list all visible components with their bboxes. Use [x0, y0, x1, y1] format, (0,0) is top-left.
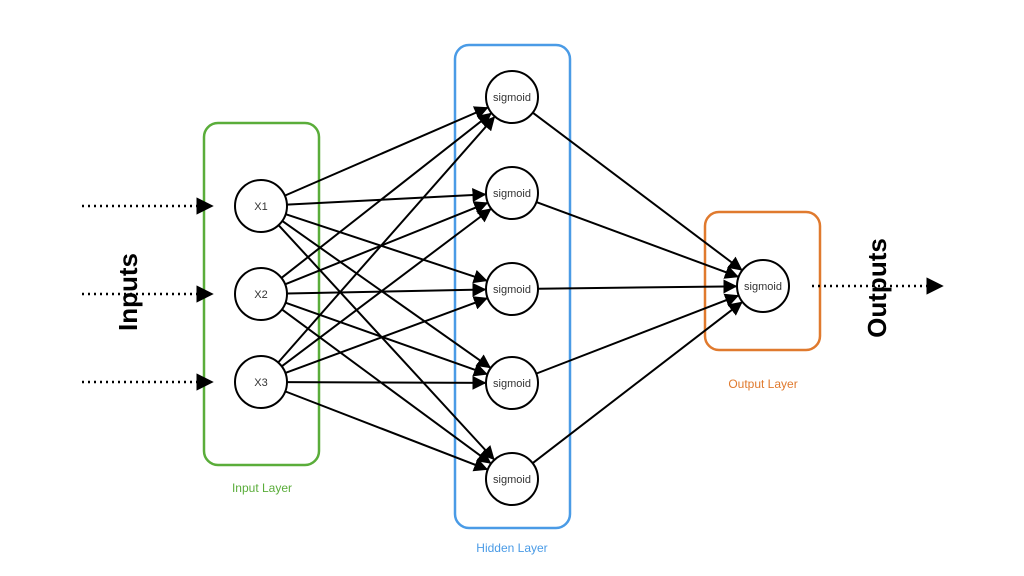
hidden-node-2-label: sigmoid [493, 188, 531, 200]
edge-input-1-hidden-2 [286, 188, 487, 206]
hidden-node-1-label: sigmoid [493, 92, 531, 104]
hidden-node-3: sigmoid [485, 262, 539, 316]
edge-input-1-hidden-3 [285, 213, 488, 284]
outputs-label: Outputs [862, 238, 892, 338]
input-node-2-label: X2 [254, 289, 267, 301]
hidden-node-4-label: sigmoid [493, 378, 531, 390]
input-arrows [82, 197, 214, 391]
edge-input-2-hidden-5 [281, 308, 492, 464]
input-node-2: X2 [234, 267, 288, 321]
input-layer-label: Input Layer [232, 481, 292, 495]
edge-input-3-hidden-1 [277, 116, 496, 364]
edge-input-2-hidden-4 [285, 301, 488, 377]
edge-input-2-hidden-2 [284, 201, 489, 286]
input-node-3: X3 [234, 355, 288, 409]
inputs-label: Inputs [113, 253, 143, 331]
edge-hidden-4-output [535, 293, 740, 375]
input-node-1-label: X1 [254, 201, 267, 213]
hidden-node-2: sigmoid [485, 166, 539, 220]
edge-input-3-hidden-3 [285, 296, 488, 374]
output-node: sigmoid [736, 259, 790, 313]
edge-hidden-2-output [536, 201, 739, 279]
edge-input-1-hidden-1 [284, 106, 489, 197]
input-node-3-label: X3 [254, 377, 267, 389]
hidden-node-4: sigmoid [485, 356, 539, 410]
hidden-layer-box [453, 43, 572, 530]
hidden-node-1: sigmoid [485, 70, 539, 124]
hidden-node-3-label: sigmoid [493, 284, 531, 296]
edge-hidden-1-output [532, 111, 743, 271]
edge-input-1-hidden-5 [277, 224, 495, 461]
edge-input-2-hidden-3 [286, 282, 487, 297]
edge-hidden-5-output [532, 301, 743, 464]
output-node-label: sigmoid [744, 281, 782, 293]
edge-hidden-3-output [537, 279, 738, 294]
edge-input-3-hidden-2 [281, 208, 492, 368]
output-layer-label: Output Layer [728, 377, 797, 391]
edge-input-1-hidden-4 [281, 220, 492, 369]
input-node-1: X1 [234, 179, 288, 233]
connection-edges [277, 106, 743, 472]
edge-input-3-hidden-4 [286, 375, 487, 390]
hidden-node-5: sigmoid [485, 452, 539, 506]
output-layer-box [703, 210, 822, 352]
hidden-node-5-label: sigmoid [493, 474, 531, 486]
edge-input-2-hidden-1 [280, 112, 492, 279]
hidden-layer-label: Hidden Layer [476, 541, 547, 555]
edge-input-3-hidden-5 [284, 390, 489, 472]
